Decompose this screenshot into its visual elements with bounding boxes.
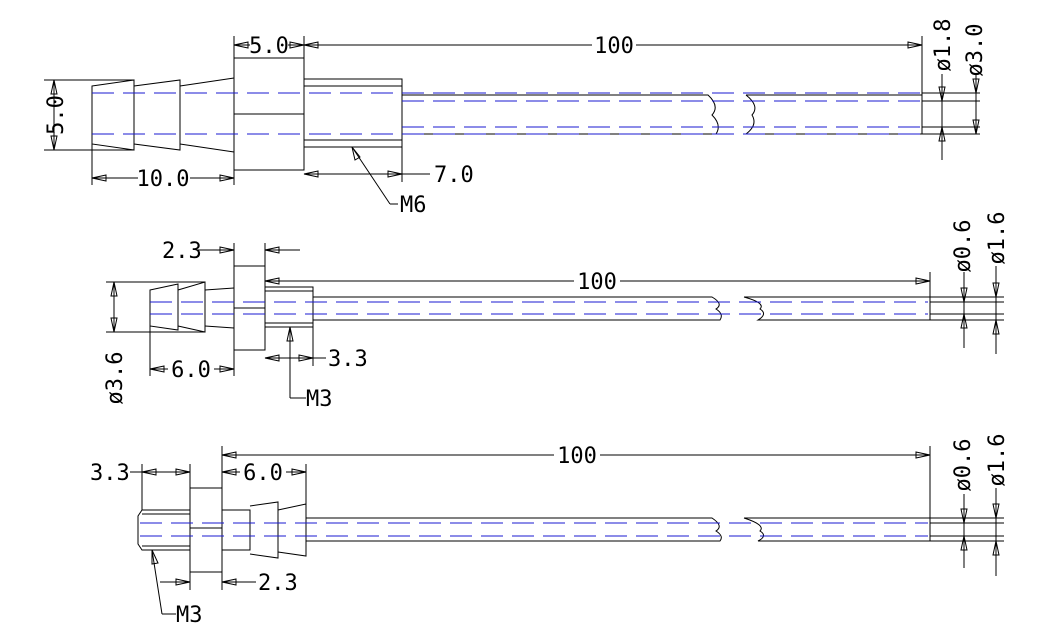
view3-dim-barb-len: 6.0 <box>243 461 283 486</box>
view2-dim-tube-od: ø1.6 <box>985 212 1010 265</box>
view1-dim-thread-len: 7.0 <box>434 163 474 188</box>
view2-dim-100: 100 <box>577 270 617 295</box>
view2-thread-label: M3 <box>306 387 333 412</box>
view3-barb-2 <box>277 503 307 557</box>
view1-barb-3 <box>179 77 235 153</box>
view1-thread-label: M6 <box>400 193 427 218</box>
view3-dim-100: 100 <box>557 444 597 469</box>
view3-hex-nut <box>189 487 223 573</box>
view3-thread-label: M3 <box>176 603 203 628</box>
view3-dim-thread-len: 3.3 <box>90 461 130 486</box>
view2-barb-2 <box>177 281 206 333</box>
view3-tube <box>306 517 931 542</box>
view3-thread <box>137 509 191 551</box>
view2-dim-barb-len: 6.0 <box>171 358 211 383</box>
view2-dim-hex: 2.3 <box>162 239 202 264</box>
view1-barb-1 <box>91 79 135 151</box>
view2-dim-thread-len: 3.3 <box>328 347 368 372</box>
view1-dim-tube-od: ø3.0 <box>963 24 988 77</box>
view2-dim-tube-id: ø0.6 <box>951 220 976 273</box>
view1-barb-2 <box>133 79 181 151</box>
view2-dim-barb-dia: ø3.6 <box>103 352 128 405</box>
view3-dim-hex: 2.3 <box>258 571 298 596</box>
view2-thread <box>264 286 314 328</box>
view3-barb-1 <box>249 501 279 559</box>
view1-thread <box>303 78 403 148</box>
view1-dim-tube-id: ø1.8 <box>931 19 956 72</box>
view1-dim-barb-len: 10.0 <box>137 167 190 192</box>
view-1-large-fitting: 100 5.0 5.0 10.0 7.0 M6 <box>44 19 988 218</box>
view3-dim-tube-od: ø1.6 <box>985 434 1010 487</box>
view-2-small-fitting: 100 2.3 ø3.6 6.0 3.3 M3 <box>103 212 1010 412</box>
view3-dim-tube-id: ø0.6 <box>951 439 976 492</box>
view1-dim-100: 100 <box>594 34 634 59</box>
view2-barb-1 <box>149 283 179 331</box>
view1-dim-barb-dia: 5.0 <box>44 95 69 135</box>
view-3-reversed-fitting: 100 3.3 6.0 2.3 M3 ø0.6 ø1 <box>90 434 1010 628</box>
view1-dim-hex: 5.0 <box>249 34 289 59</box>
view2-tube <box>313 296 931 321</box>
